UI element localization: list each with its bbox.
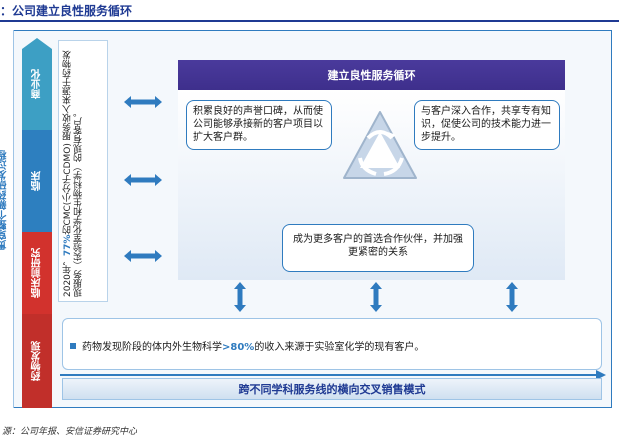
double-arrow-icon [124, 96, 162, 108]
bottom-note: 药物发现阶段的体内外生物科学>80%的收入来源于实验室化学的现有客户。 [70, 338, 424, 353]
vertical-double-arrow-icon [234, 282, 246, 312]
figure-title: ：公司建立良性服务循环 [0, 4, 133, 18]
process-vertical-label: 贯穿整个新药研发过程 [0, 150, 9, 250]
title-rule [0, 20, 619, 22]
bottom-note-suffix: 的收入来源于实验室化学的现有客户。 [254, 342, 425, 353]
bottom-note-highlight: >80% [222, 342, 255, 353]
bottom-note-box [62, 318, 602, 370]
cycle-triangle-icon [343, 111, 417, 179]
stage-commercialization: 商业化 [22, 38, 52, 130]
vertical-double-arrow-icon [506, 282, 518, 312]
stage-label: 商业化 [31, 69, 43, 99]
info-box: 2020年，77%的CMC(小分子CDMO) 服务收入来源于药物发现服务（实验室… [58, 40, 108, 302]
vertical-double-arrow-icon [370, 282, 382, 312]
double-arrow-icon [124, 250, 162, 262]
stage-label: 临床前研究 [31, 248, 43, 298]
cross-selling-banner: 跨不同学科服务线的横向交叉销售模式 [62, 378, 602, 400]
info-prefix: 2020年， [63, 256, 73, 297]
info-text: 2020年，77%的CMC(小分子CDMO) 服务收入来源于药物发现服务（实验室… [63, 45, 103, 297]
stage-clinical: 临床 [22, 130, 52, 232]
bubble-reputation: 积累良好的声誉口碑，从而使公司能够承接新的客户项目以扩大客户群。 [186, 100, 332, 150]
horizontal-arrow-icon [60, 370, 606, 380]
source-note: 源：公司年报、安信证券研究中心 [2, 427, 138, 437]
stage-label: 临床 [31, 171, 43, 191]
bullet-icon [70, 343, 76, 349]
stage-drug-discovery: 药物发现 [22, 314, 52, 408]
bottom-note-prefix: 药物发现阶段的体内外生物科学 [82, 342, 222, 353]
info-highlight: 77% [63, 234, 73, 257]
stage-label: 药物发现 [31, 341, 43, 381]
stage-preclinical: 临床前研究 [22, 232, 52, 314]
bubble-cooperation: 与客户深入合作，共享专有知识，促使公司的技术能力进一步提升。 [414, 100, 560, 150]
cycle-panel-header: 建立良性服务循环 [178, 60, 565, 90]
left-strip [0, 30, 14, 408]
double-arrow-icon [124, 174, 162, 186]
bubble-preferred-partner: 成为更多客户的首选合作伙伴，并加强更紧密的关系 [282, 224, 474, 272]
